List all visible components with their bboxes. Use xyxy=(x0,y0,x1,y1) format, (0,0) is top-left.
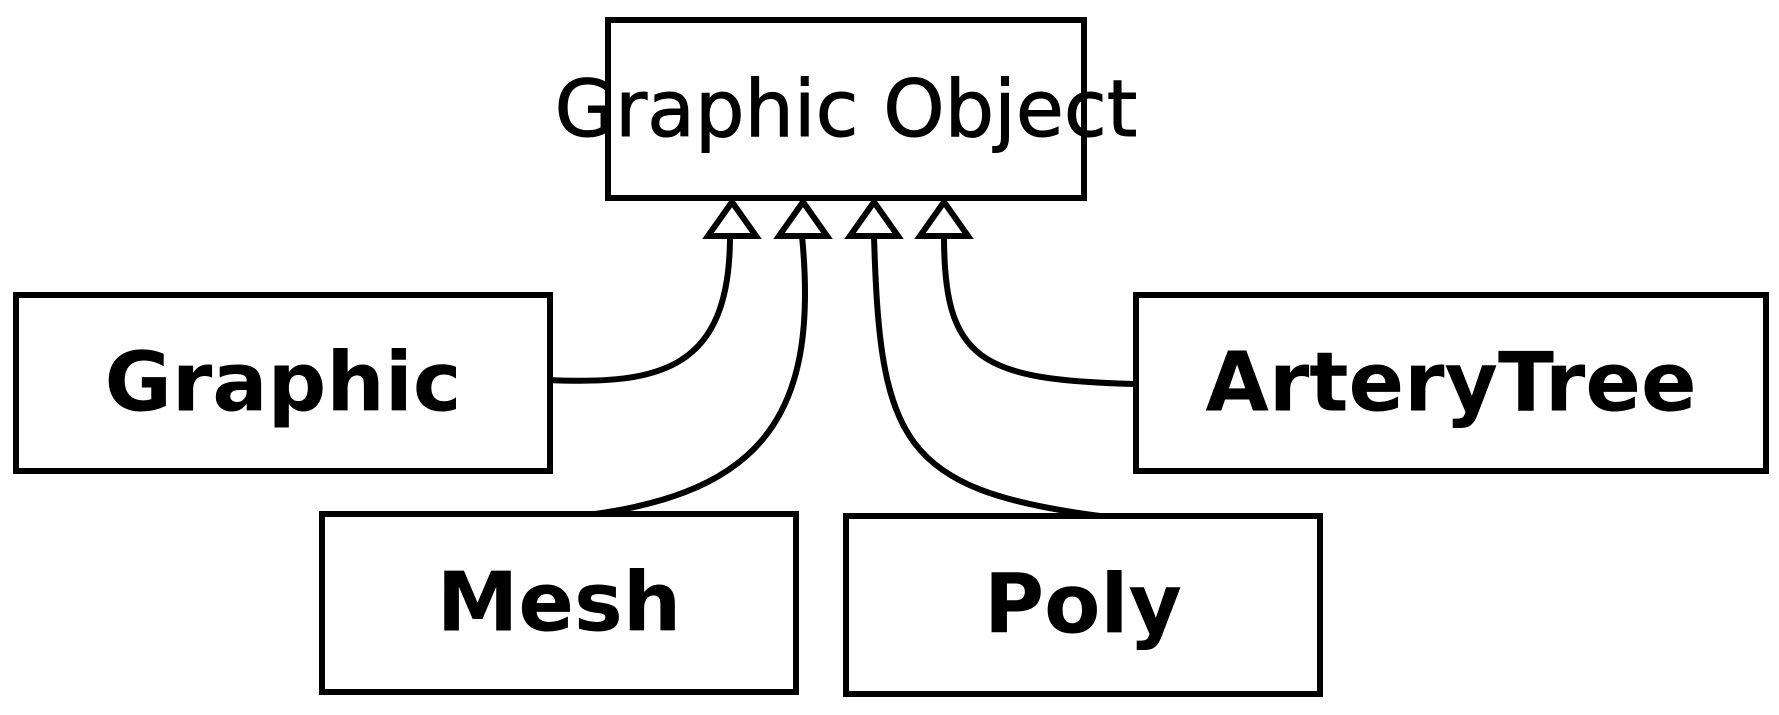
arrowhead-graphic xyxy=(702,196,762,239)
class-box-arterytree: ArteryTree xyxy=(1133,292,1769,474)
class-label-arterytree: ArteryTree xyxy=(1205,336,1696,431)
class-box-arterytree-frame xyxy=(1133,292,1769,474)
class-box-graphic-frame xyxy=(13,292,553,474)
class-box-mesh: Mesh xyxy=(319,511,799,695)
arrowhead-poly xyxy=(844,196,904,239)
class-label-graphic-object: Graphic Object xyxy=(555,65,1138,155)
arrowhead-arterytree xyxy=(914,196,974,239)
class-box-mesh-frame xyxy=(319,511,799,695)
class-box-graphic-object: Graphic Object xyxy=(554,17,1138,201)
arrowhead-mesh xyxy=(773,196,833,239)
class-box-poly: Poly xyxy=(843,513,1323,697)
class-box-poly-frame xyxy=(843,513,1323,697)
class-box-graphic: Graphic xyxy=(13,292,553,474)
edge-graphic-to-root xyxy=(547,235,733,384)
class-box-graphic-object-frame xyxy=(605,17,1087,201)
edge-poly-to-root xyxy=(871,235,1101,519)
class-label-mesh: Mesh xyxy=(437,556,681,651)
edge-arterytree-to-root xyxy=(941,235,1135,387)
edge-mesh-to-root xyxy=(559,235,808,521)
class-label-graphic: Graphic xyxy=(105,336,462,431)
class-label-poly: Poly xyxy=(984,558,1182,653)
